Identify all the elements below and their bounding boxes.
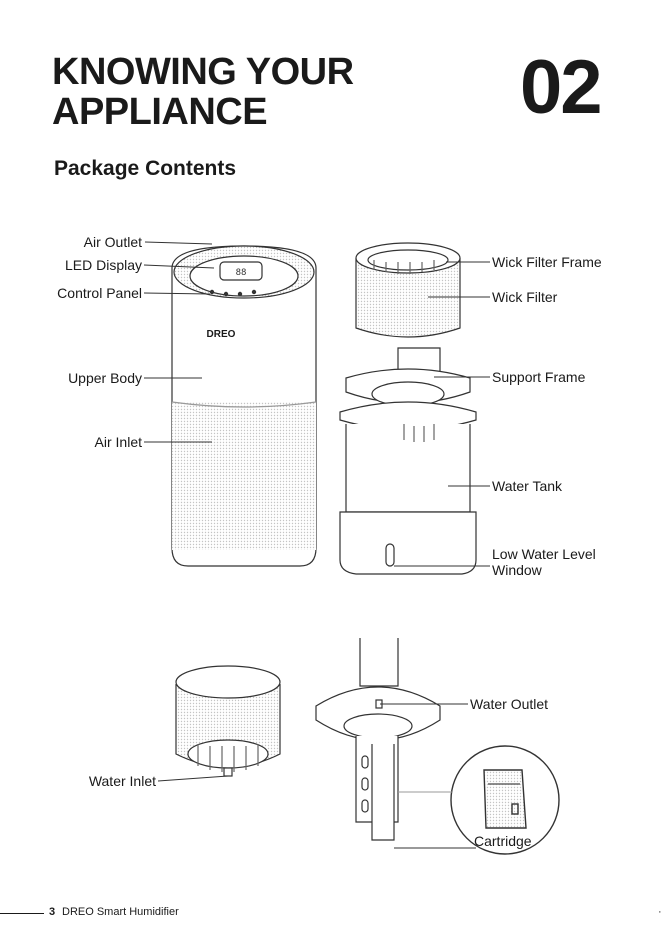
- footer-edge-mark: ·: [658, 906, 662, 918]
- label-wick-filter: Wick Filter: [492, 289, 557, 305]
- label-water-tank: Water Tank: [492, 478, 562, 494]
- label-led-display: LED Display: [65, 257, 142, 273]
- label-air-outlet: Air Outlet: [84, 234, 142, 250]
- svg-text:88: 88: [236, 268, 247, 278]
- label-water-inlet: Water Inlet: [89, 773, 156, 789]
- label-cartridge: Cartridge: [474, 833, 532, 849]
- label-low-water-level-window: Window: [492, 562, 542, 578]
- water-tank-illustration: [340, 402, 476, 574]
- footer-product-name: DREO Smart Humidifier: [62, 906, 179, 918]
- label-water-outlet: Water Outlet: [470, 696, 548, 712]
- label-wick-filter-frame: Wick Filter Frame: [492, 254, 602, 270]
- footer-rule: [0, 913, 44, 914]
- brand-logo: DREO: [207, 329, 236, 340]
- support-frame-underside-illustration: [316, 638, 440, 840]
- label-low-water-level: Low Water Level: [492, 546, 596, 562]
- label-air-inlet: Air Inlet: [95, 434, 142, 450]
- label-support-frame: Support Frame: [492, 369, 585, 385]
- label-control-panel: Control Panel: [57, 285, 142, 301]
- wick-filter-illustration: [356, 243, 460, 337]
- wick-filter-bottom-illustration: [176, 666, 280, 776]
- label-upper-body: Upper Body: [68, 370, 142, 386]
- footer-page-number: 3: [49, 906, 55, 918]
